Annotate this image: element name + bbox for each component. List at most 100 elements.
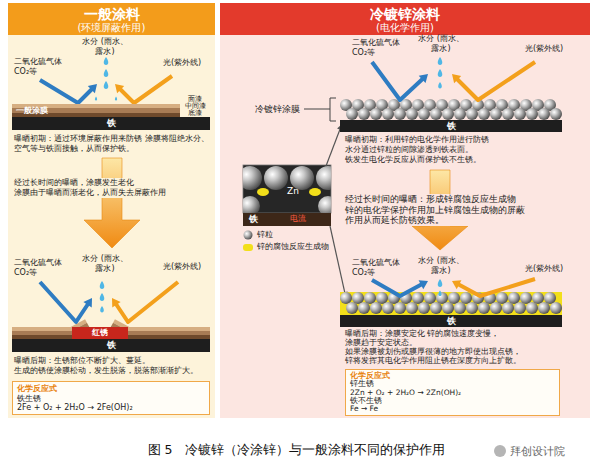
zinc-particle: [544, 292, 556, 304]
inset-detail: [243, 166, 331, 213]
light-ray: [456, 62, 535, 100]
zinc-particle: [454, 108, 466, 120]
illustration: [12, 57, 562, 457]
light-ray: [119, 76, 172, 103]
legend: 锌粒锌的腐蚀反应生成物: [243, 229, 329, 253]
water-label: 水分 (雨水、露水): [414, 34, 468, 54]
zinc-particle: [490, 302, 502, 314]
current-label: 电流: [290, 214, 322, 224]
stage-note: 曝晒初期：利用锌的电化学作用进行防锈 水分通过锌粒的间隙渗透到铁表面。 铁发生电…: [345, 135, 555, 165]
zinc-particle: [358, 108, 370, 120]
iron-band: 铁: [340, 120, 562, 132]
zinc-particle: [538, 108, 550, 120]
panel-background: [220, 3, 590, 418]
legend-text: 锌粒: [257, 230, 273, 240]
iron-band: 铁: [243, 213, 331, 226]
zinc-particle: [448, 292, 460, 304]
node-heading: 铁: [12, 117, 210, 130]
coating-layer: [128, 331, 210, 335]
zinc-particle: [532, 292, 544, 304]
panel-background: [8, 3, 215, 418]
zinc-particle: [490, 108, 502, 120]
node-text: 2Zn + O₂ + 2H₂O → 2Zn(OH)₂: [350, 389, 555, 397]
zinc-particle: [496, 292, 508, 304]
stage-note: 曝晒后期：生锈部位不断扩大、蔓延。 生成的锈使涂膜松动，发生脱落，脱落部渐渐扩大…: [14, 356, 210, 376]
corrosion-product: [309, 188, 321, 196]
pointer-line: [326, 128, 341, 166]
node-heading: 铁: [12, 339, 210, 352]
light-ray: [372, 280, 423, 296]
zinc-particle: [478, 108, 490, 120]
layer-name: 中间漆: [177, 103, 213, 110]
zinc-particle: [424, 292, 436, 304]
reaction-box: 化学反应式锌生锈2Zn + O₂ + 2H₂O → 2Zn(OH)₂铁不生锈Fe…: [345, 369, 560, 416]
gas-label: 二氧化硫气体 CO₂等: [14, 258, 72, 278]
element-symbol: Zn: [282, 186, 304, 197]
zinc-particle: [340, 292, 352, 304]
zinc-particle: [466, 108, 478, 120]
corrosion-product-fill: [340, 292, 562, 315]
water-drop: [438, 82, 442, 88]
figure-caption: 图 5 冷镀锌（冷涂锌）与一般涂料不同的保护作用: [0, 442, 593, 459]
zinc-particle: [502, 302, 514, 314]
bracket: [330, 98, 336, 121]
rust-band: 红锈: [72, 327, 128, 339]
zinc-particle: [508, 292, 520, 304]
iron-band: 铁: [12, 339, 210, 352]
zinc-particle: [376, 292, 388, 304]
panel-header-band: [8, 3, 215, 35]
zinc-particle: [412, 292, 424, 304]
watermark-icon: [494, 445, 506, 457]
zinc-particle: [514, 302, 526, 314]
zinc-particle: [346, 302, 358, 314]
node-heading: 红锈: [72, 327, 128, 339]
light-ray: [115, 282, 178, 322]
node-text: 铁不生锈: [350, 397, 555, 405]
gas-label: 二氧化硫气体 CO₂等: [14, 57, 72, 77]
water-drop: [115, 97, 117, 101]
zinc-particle: [418, 108, 430, 120]
ray-arrowhead: [88, 84, 97, 93]
light-label: 光(紫外线): [514, 44, 574, 54]
layer-name: 底漆: [177, 110, 213, 117]
zinc-particle: [526, 108, 538, 120]
zinc-particle: [406, 108, 418, 120]
light-label: 光(紫外线): [514, 264, 574, 274]
zinc-particle: [382, 302, 394, 314]
corrosion-product: [257, 188, 269, 196]
zinc-particle: [442, 302, 454, 314]
leader-line: [304, 109, 330, 110]
zinc-particle: [316, 166, 331, 190]
light-ray: [372, 62, 424, 100]
node-text: 2Fe + O₂ + 2H₂O → 2Fe(OH)₂: [17, 403, 205, 413]
light-label: 光(紫外线): [152, 58, 212, 68]
stage-note: 曝晒后期：涂膜安定化 锌的腐蚀速度变慢，涂膜趋于安定状态。 如果涂膜被划伤或膜厚…: [345, 329, 530, 365]
ray-arrowhead: [419, 280, 428, 289]
zinc-particle: [394, 302, 406, 314]
ray-arrowhead: [419, 74, 428, 83]
legend-item: 锌的腐蚀反应生成物: [243, 241, 329, 253]
light-ray: [40, 282, 89, 322]
water-drop: [100, 293, 105, 301]
water-label: 水分 (雨水、露水): [78, 254, 132, 274]
legend-swatch: [243, 230, 253, 240]
zinc-particle: [352, 292, 364, 304]
stage-note: 经过长时间的曝晒，涂膜发生老化 涂膜由于曝晒而渐老化，从而失去屏蔽作用: [14, 178, 210, 198]
light-ray: [40, 80, 93, 103]
water-drop: [104, 81, 109, 89]
zinc-particle: [526, 302, 538, 314]
legend-text: 锌的腐蚀反应生成物: [257, 242, 329, 252]
zinc-particle: [370, 302, 382, 314]
node-heading: 铁: [340, 120, 562, 132]
zinc-particle: [442, 108, 454, 120]
water-drop: [95, 97, 97, 101]
water-drop: [104, 69, 109, 77]
node-text: (电化学作用): [220, 22, 590, 34]
reaction-box: 化学反应式铁生锈2Fe + O₂ + 2H₂O → 2Fe(OH)₂: [12, 381, 210, 415]
water-label: 水分 (雨水、露水): [414, 256, 468, 276]
water-drop: [100, 306, 104, 312]
iron-band: 铁: [12, 117, 210, 130]
stage-note: 经过长时间的曝晒：形成锌腐蚀反应生成物 锌的电化学保护作用加上锌腐蚀生成物的屏蔽…: [345, 194, 550, 226]
node-heading: 化学反应式: [17, 384, 205, 394]
zinc-particle: [318, 196, 331, 213]
